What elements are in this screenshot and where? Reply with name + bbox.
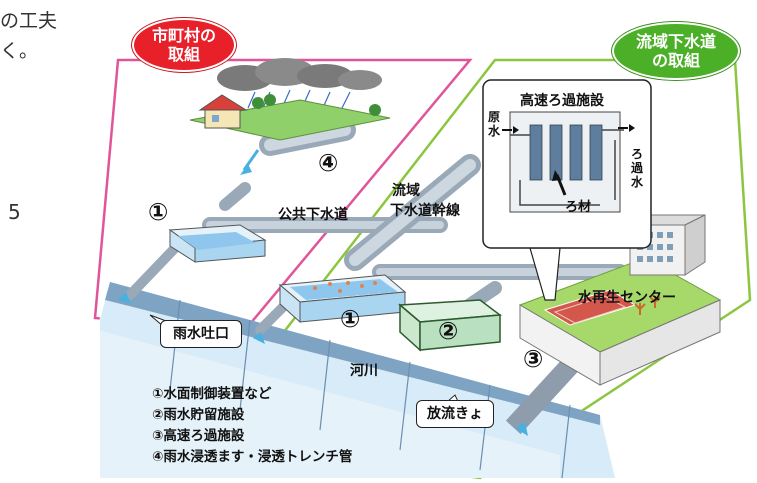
marker-3: ③ [523, 345, 544, 373]
legend: ①水面制御装置など ②雨水貯留施設 ③高速ろ過施設 ④雨水浸透ます・浸透トレンチ… [152, 384, 352, 468]
control-chamber-1 [168, 224, 267, 263]
water-center-label: 水再生センター [578, 290, 676, 306]
river-label: 河川 [350, 363, 378, 379]
public-sewer-label: 公共下水道 [278, 207, 348, 223]
municipal-badge: 市町村の 取組 [132, 18, 236, 72]
filtered-water-label-2: 過 [631, 161, 644, 175]
house-scene [189, 58, 391, 175]
regional-badge-line2: の取組 [651, 51, 700, 70]
municipal-badge-line1: 市町村の [151, 26, 216, 45]
discharge-callout: 放流きょ [416, 400, 494, 428]
legend-item-1: ①水面制御装置など [152, 386, 272, 402]
marker-1-regional: ① [340, 305, 361, 333]
filtration-callout [482, 79, 652, 301]
raw-water-label-1: 原 [488, 110, 501, 124]
filter-media-label: ろ材 [565, 200, 592, 215]
trunk-line-label-1: 流域 [392, 183, 420, 199]
regional-badge-line1: 流域下水道 [635, 32, 716, 51]
margin-text-line2: く。 [0, 40, 39, 62]
outfall-callout: 雨水吐口 [160, 320, 242, 348]
raw-water-label-2: 水 [488, 124, 501, 138]
trunk-line-label-2: 下水道幹線 [390, 203, 460, 219]
marker-4: ④ [318, 149, 339, 177]
legend-item-2: ②雨水貯留施設 [152, 407, 245, 423]
river-edge [105, 282, 600, 425]
filtered-water-label-3: 水 [631, 175, 644, 189]
pipes [125, 119, 628, 435]
splashes [118, 292, 528, 436]
regional-badge: 流域下水道 の取組 [612, 22, 740, 80]
marker-2: ② [438, 317, 459, 345]
filtration-title: 高速ろ過施設 [520, 93, 604, 109]
legend-item-3: ③高速ろ過施設 [152, 428, 245, 444]
margin-text-line1: の工夫 [0, 10, 58, 32]
control-chamber-2 [278, 274, 407, 324]
page-number: 5 [8, 200, 21, 224]
legend-item-4: ④雨水浸透ます・浸透トレンチ管 [152, 449, 353, 465]
municipal-badge-line2: 取組 [167, 45, 200, 64]
marker-1-municipal: ① [148, 198, 169, 226]
filtered-water-label-1: ろ [631, 147, 644, 161]
storage-tank [398, 299, 503, 352]
